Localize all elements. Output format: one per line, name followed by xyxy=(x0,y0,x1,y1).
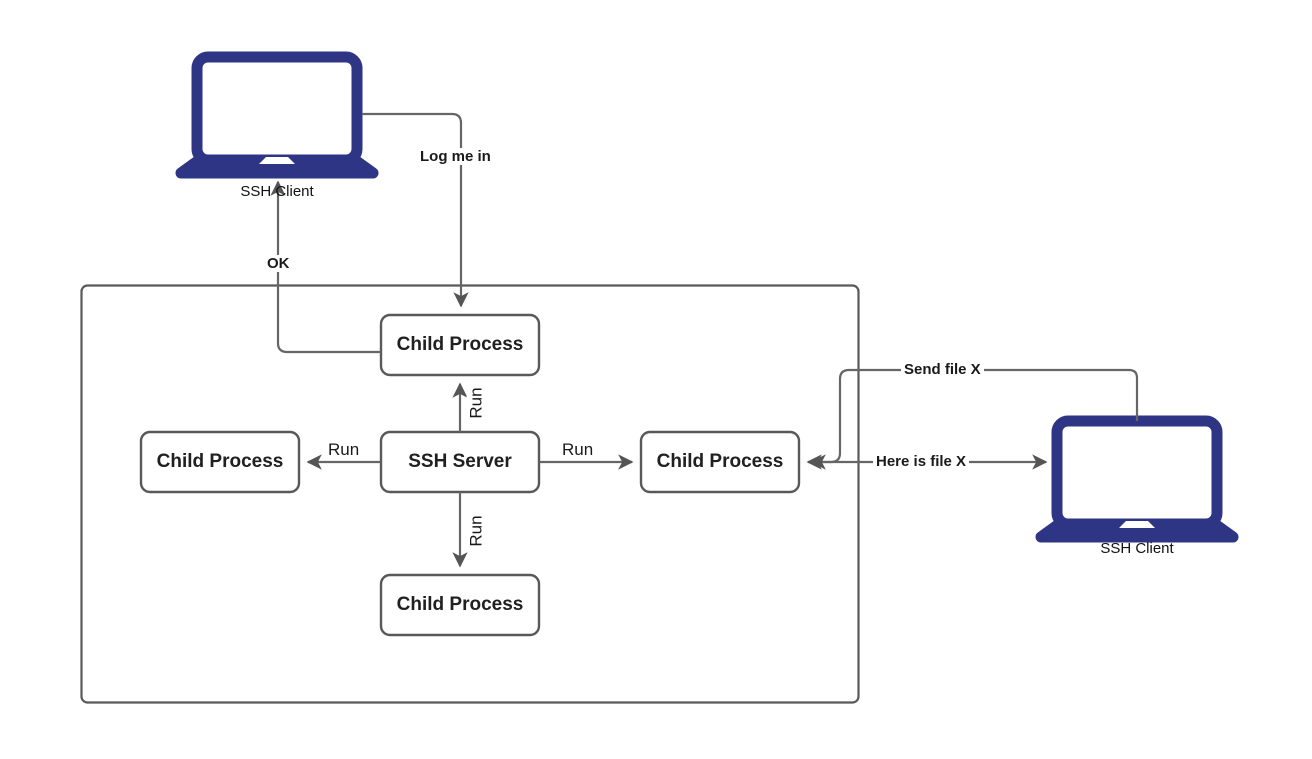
node-label-child-bottom: Child Process xyxy=(396,594,524,615)
edge-login-line xyxy=(362,112,469,308)
edge-label-run-up: Run xyxy=(466,384,487,422)
edge-label-run-left: Run xyxy=(325,440,363,460)
edge-label-login: Log me in xyxy=(417,148,494,165)
node-label-child-left: Child Process xyxy=(156,451,284,472)
edge-label-here-is-file: Here is file X xyxy=(873,453,970,470)
client-label-right: SSH Client xyxy=(1100,540,1174,557)
edge-label-ok: OK xyxy=(264,255,293,272)
node-child-top xyxy=(379,313,541,377)
edge-label-send-file: Send file X xyxy=(901,361,984,378)
node-label-ssh-server: SSH Server xyxy=(408,451,512,472)
client-label-left: SSH Client xyxy=(240,183,314,200)
laptop-icon-client-left xyxy=(175,51,379,179)
node-child-bottom xyxy=(379,573,541,637)
node-child-left xyxy=(139,430,301,494)
edge-label-run-down: Run xyxy=(466,512,487,550)
node-child-right xyxy=(639,430,801,494)
laptop-icon-client-right xyxy=(1035,415,1239,543)
node-label-child-top: Child Process xyxy=(396,334,524,355)
node-label-child-right: Child Process xyxy=(656,451,784,472)
edge-label-run-right: Run xyxy=(559,440,597,460)
ssh-server-host-boundary xyxy=(80,284,860,704)
edge-ok-line xyxy=(270,180,381,354)
